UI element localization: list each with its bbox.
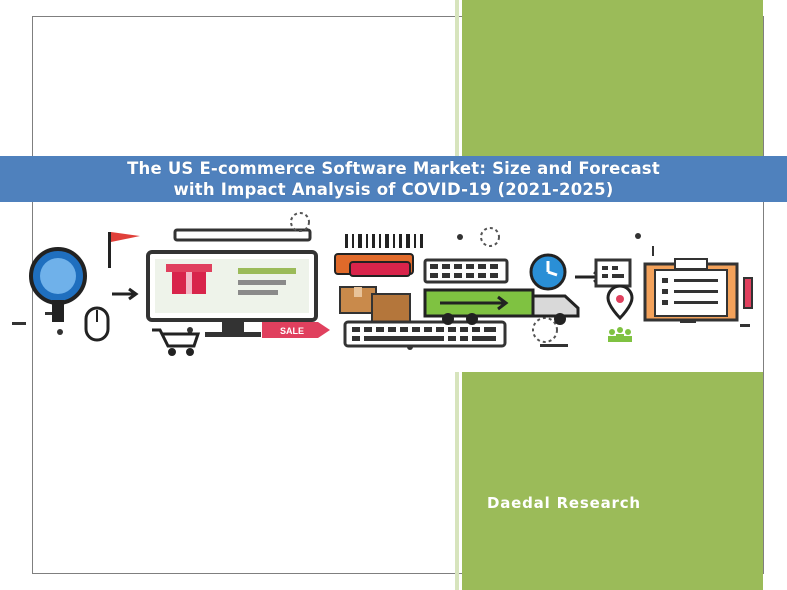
- ecommerce-illustration: SALE: [12, 212, 753, 356]
- computer-gift-icon: [146, 228, 318, 337]
- accent-block-bottom: [462, 372, 763, 590]
- checklist-clipboard-icon: [643, 246, 753, 322]
- title-band: The US E-commerce Software Market: Size …: [0, 156, 787, 202]
- keyboard-icon: [343, 320, 507, 348]
- accent-edge-bottom: [455, 372, 459, 590]
- people-icon: [608, 327, 632, 342]
- magnifier-icon: [29, 247, 87, 322]
- mouse-icon: [84, 306, 110, 342]
- flag-icon: [108, 232, 140, 268]
- gear-icon: [290, 212, 558, 343]
- accent-block-top: [462, 0, 763, 156]
- report-title-line-1: The US E-commerce Software Market: Size …: [127, 159, 660, 178]
- sale-tag-label: SALE: [280, 326, 304, 336]
- cart-icon: [152, 328, 201, 356]
- barcode-icon: [345, 234, 423, 248]
- publisher-name: Daedal Research: [487, 494, 641, 512]
- clock-icon: [529, 253, 567, 291]
- delivery-truck-icon: [423, 288, 580, 325]
- calendar-icon: [423, 258, 509, 284]
- cover-frame: [32, 16, 764, 574]
- report-title-line-2: with Impact Analysis of COVID-19 (2021-2…: [173, 180, 614, 199]
- accent-edge-top: [455, 0, 459, 156]
- sale-tag-icon: SALE: [262, 322, 330, 338]
- receipt-icon: [594, 258, 632, 288]
- credit-card-icon: [334, 253, 414, 277]
- location-pin-icon: [606, 284, 634, 321]
- package-icon: [339, 286, 411, 325]
